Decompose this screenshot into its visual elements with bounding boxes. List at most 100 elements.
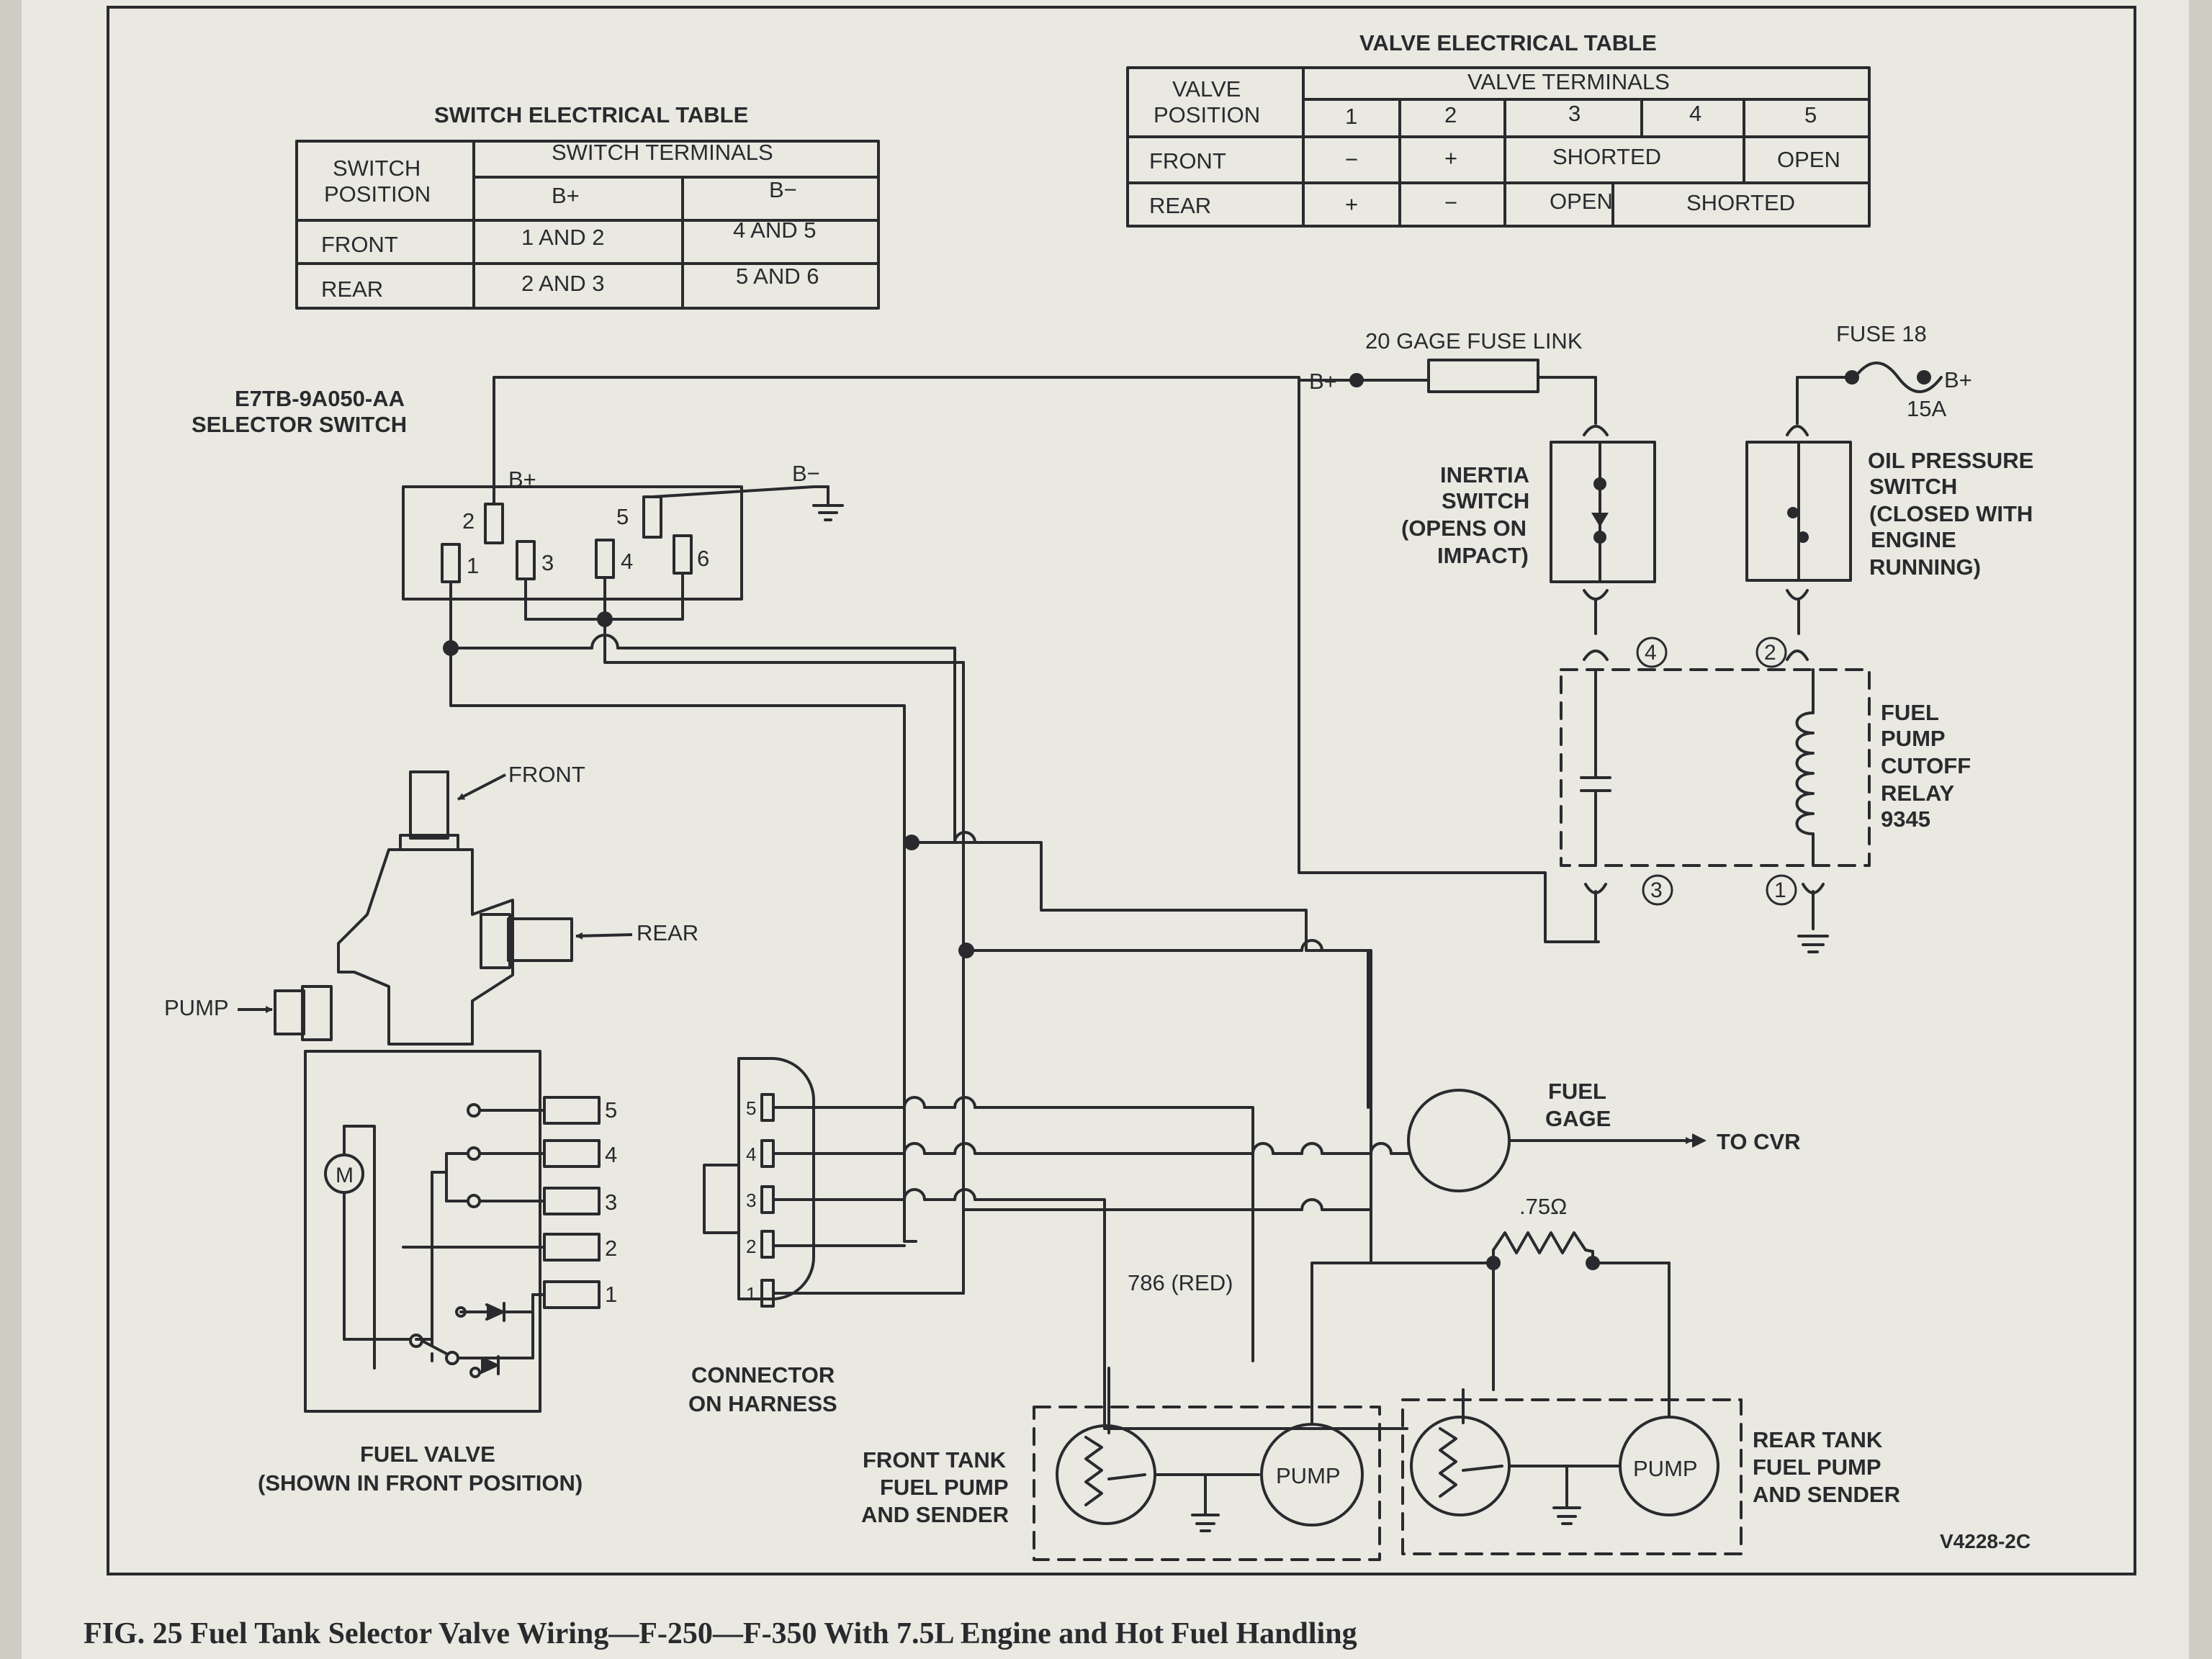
figure-code: V4228-2C <box>1940 1530 2031 1552</box>
valve-table-row-rear-t45: SHORTED <box>1686 190 1795 215</box>
inertia-switch-label-1: INERTIA <box>1440 462 1529 487</box>
connector-labels: 5 4 3 2 1 CONNECTOR ON HARNESS <box>688 1097 837 1416</box>
front-tank-pump: PUMP <box>1276 1463 1341 1488</box>
harness-wiring <box>772 661 1408 1430</box>
rear-tank-label-2: FUEL PUMP <box>1753 1455 1881 1480</box>
connector-pin-4: 4 <box>746 1143 756 1165</box>
labels: SWITCH ELECTRICAL TABLE SWITCH POSITION … <box>192 30 2033 832</box>
fuse18-amps: 15A <box>1907 396 1946 421</box>
tank-labels: PUMP FRONT TANK FUEL PUMP AND SENDER PUM… <box>861 1427 2031 1552</box>
fuel-gage-label-1: FUEL <box>1548 1079 1606 1104</box>
relay-pin-2: 2 <box>1764 641 1776 665</box>
rear-tank-assembly <box>1401 1388 1743 1555</box>
valve-table-row-front-t5: OPEN <box>1777 147 1840 172</box>
switch-table-col-header-2: POSITION <box>324 181 431 207</box>
front-tank-label-2: FUEL PUMP <box>880 1475 1009 1500</box>
inertia-switch-label-4: IMPACT) <box>1437 543 1529 568</box>
fuel-gage <box>1406 1089 1694 1192</box>
oil-pressure-label-5: RUNNING) <box>1869 554 1981 580</box>
connector-label-2: ON HARNESS <box>688 1391 837 1416</box>
valve-table-row-rear-position: REAR <box>1149 193 1211 218</box>
to-cvr-label: TO CVR <box>1717 1129 1801 1154</box>
fuel-valve-front-label: FRONT <box>508 762 585 787</box>
fuse18-circuit <box>1745 361 1943 661</box>
fuel-valve-labels: FRONT REAR PUMP M 5 4 3 2 1 FUEL VALVE (… <box>164 762 698 1496</box>
fuse18-label: FUSE 18 <box>1836 321 1927 346</box>
switch-electrical-table <box>295 140 880 310</box>
selector-switch-part-number: E7TB-9A050-AA <box>235 386 405 411</box>
fuel-valve-rear-label: REAR <box>637 920 698 945</box>
connector-pin-2: 2 <box>746 1236 756 1257</box>
oil-pressure-label-2: SWITCH <box>1869 474 1957 499</box>
diagram-border <box>107 6 2136 1575</box>
connector-pin-1: 1 <box>746 1283 756 1305</box>
oil-pressure-label-1: OIL PRESSURE <box>1868 448 2033 473</box>
oil-pressure-label-3: (CLOSED WITH <box>1869 501 2033 526</box>
fuse-link-bplus: B+ <box>1309 369 1337 394</box>
switch-table-title: SWITCH ELECTRICAL TABLE <box>434 102 748 127</box>
relay-label-1: FUEL <box>1881 700 1939 725</box>
fuse-link-label: 20 GAGE FUSE LINK <box>1365 328 1583 354</box>
valve-terminal-4: 4 <box>605 1142 617 1167</box>
selector-switch-name: SELECTOR SWITCH <box>192 412 407 437</box>
selector-switch-bplus: B+ <box>508 467 536 492</box>
motor-label: M <box>336 1164 354 1187</box>
switch-table-subheader-bminus: B− <box>769 177 797 202</box>
figure-caption: FIG. 25 Fuel Tank Selector Valve Wiring—… <box>84 1617 1357 1650</box>
switch-table-row-front-bplus: 1 AND 2 <box>521 225 604 250</box>
valve-table-terminal-5: 5 <box>1804 102 1817 127</box>
valve-table-group-header: VALVE TERMINALS <box>1467 69 1670 94</box>
fuse-link-circuit <box>1355 359 1656 661</box>
selector-terminal-3: 3 <box>541 550 554 575</box>
rear-tank-label-3: AND SENDER <box>1753 1482 1900 1507</box>
relay-label-4: RELAY <box>1881 781 1955 806</box>
fuel-pump-cutoff-relay <box>1560 668 1871 953</box>
valve-electrical-table <box>1126 66 1871 228</box>
junction-dots <box>443 370 1931 1270</box>
relay-label-3: CUTOFF <box>1881 753 1971 778</box>
front-tank-label-1: FRONT TANK <box>863 1447 1007 1473</box>
valve-table-title: VALVE ELECTRICAL TABLE <box>1359 30 1657 55</box>
valve-table-row-rear-t2: − <box>1444 190 1457 215</box>
selector-terminal-4: 4 <box>621 549 633 574</box>
front-tank-assembly <box>1033 1316 1381 1561</box>
switch-table-row-rear-position: REAR <box>321 276 383 302</box>
resistor-value: .75Ω <box>1519 1194 1567 1219</box>
switch-table-row-front-bminus: 4 AND 5 <box>733 217 816 243</box>
fuel-valve <box>274 770 601 1413</box>
valve-terminal-1: 1 <box>605 1282 617 1307</box>
control-wiring <box>903 831 1372 1371</box>
valve-table-row-front-t34: SHORTED <box>1552 144 1661 169</box>
valve-table-terminal-2: 2 <box>1444 102 1457 127</box>
fuel-gage-label-2: GAGE <box>1545 1106 1611 1131</box>
relay-pin-4: 4 <box>1645 641 1657 665</box>
valve-terminal-2: 2 <box>605 1236 617 1261</box>
misc-labels: FUEL GAGE TO CVR .75Ω 786 (RED) <box>1128 1079 1801 1295</box>
valve-table-terminal-4: 4 <box>1689 101 1701 126</box>
inertia-switch-label-2: SWITCH <box>1442 488 1529 513</box>
switch-table-row-front-position: FRONT <box>321 232 398 257</box>
valve-table-col-header-1: VALVE <box>1172 76 1241 102</box>
relay-pin-3: 3 <box>1650 878 1663 902</box>
valve-terminal-3: 3 <box>605 1190 617 1215</box>
fuse18-bplus: B+ <box>1944 367 1972 392</box>
valve-table-terminal-1: 1 <box>1345 104 1357 129</box>
switch-table-row-rear-bminus: 5 AND 6 <box>736 264 819 289</box>
connector-pin-5: 5 <box>746 1097 756 1119</box>
rear-tank-pump: PUMP <box>1633 1456 1698 1481</box>
oil-pressure-label-4: ENGINE <box>1871 527 1956 552</box>
switch-table-row-rear-bplus: 2 AND 3 <box>521 271 604 296</box>
connector-label-1: CONNECTOR <box>691 1362 835 1388</box>
relay-pins: 4 2 3 1 <box>1636 637 1797 906</box>
inertia-switch-label-3: (OPENS ON <box>1401 516 1527 541</box>
valve-table-col-header-2: POSITION <box>1154 102 1260 127</box>
switch-table-subheader-bplus: B+ <box>552 183 580 208</box>
selector-terminal-1: 1 <box>467 553 479 578</box>
selector-terminal-5: 5 <box>616 504 629 529</box>
valve-terminal-5: 5 <box>605 1097 617 1123</box>
selector-terminal-6: 6 <box>697 546 709 571</box>
fuel-valve-label-1: FUEL VALVE <box>360 1442 495 1467</box>
switch-table-col-header-1: SWITCH <box>333 156 421 181</box>
relay-pin-1: 1 <box>1774 878 1786 902</box>
selector-switch-bminus: B− <box>792 461 820 486</box>
